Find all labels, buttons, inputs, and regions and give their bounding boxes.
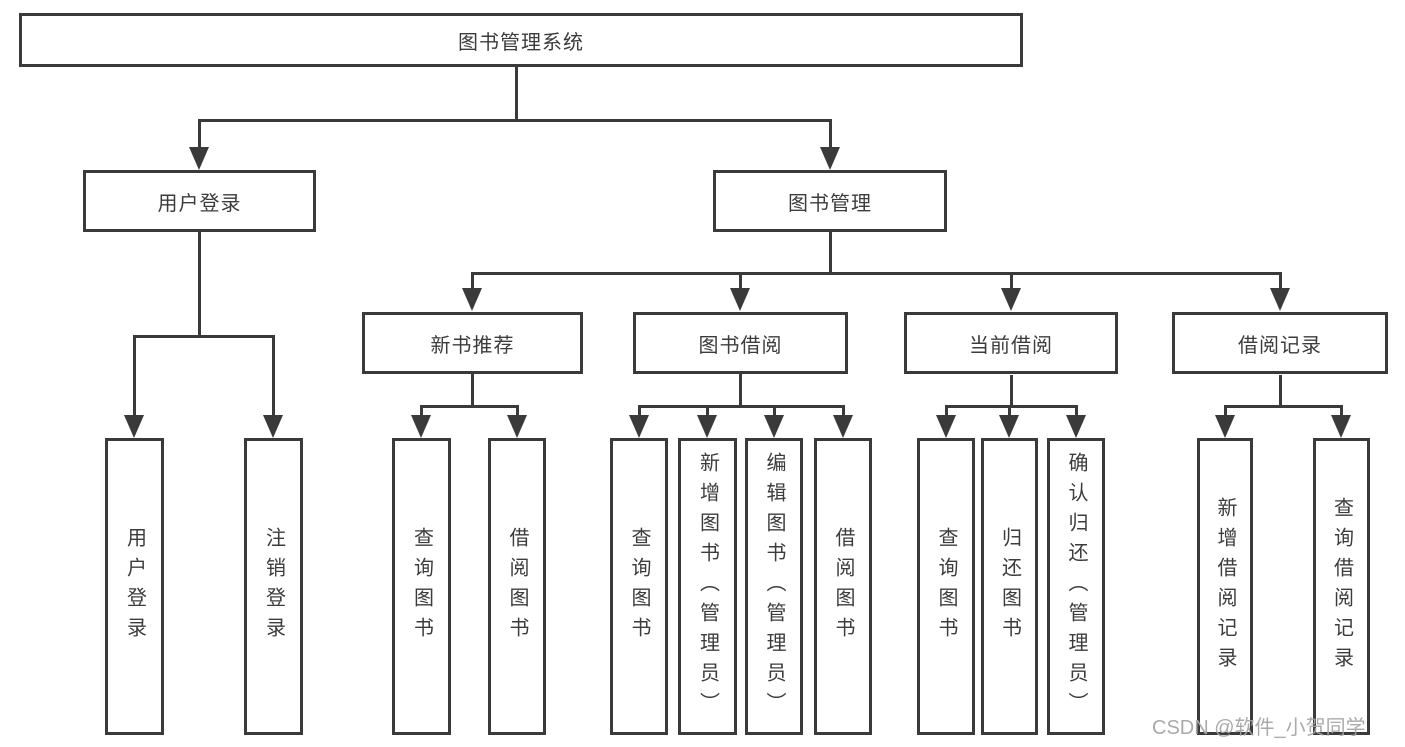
arrowhead-down-icon <box>999 415 1019 438</box>
arrowhead-down-icon <box>1001 288 1021 311</box>
leaf-borrow-book: 借阅图书 <box>814 438 872 735</box>
arrowhead-down-icon <box>263 415 283 438</box>
leaf-logout: 注销登录 <box>244 438 303 735</box>
leaf-logout-label: 注销登录 <box>262 526 285 647</box>
connector-drop-new-book <box>471 272 474 290</box>
node-root-label: 图书管理系统 <box>458 31 584 54</box>
connector-book-borrow-stem <box>739 374 742 408</box>
node-current-borrow-label: 当前借阅 <box>969 334 1053 357</box>
arrowhead-down-icon <box>1331 415 1351 438</box>
connector-drop-leaf <box>706 405 709 417</box>
node-book-borrow-label: 图书借阅 <box>698 334 783 357</box>
arrowhead-down-icon <box>833 415 853 438</box>
node-book-management: 图书管理 <box>713 170 947 232</box>
node-user-login: 用户登录 <box>83 170 316 232</box>
connector-drop-leaf <box>945 405 948 417</box>
connector-drop-leaf <box>638 405 641 417</box>
node-borrow-record-label: 借阅记录 <box>1238 334 1322 357</box>
connector-drop-leaf <box>842 405 845 417</box>
arrowhead-down-icon <box>764 415 784 438</box>
connector-drop-book-borrow <box>739 272 742 290</box>
connector-drop-book-mgmt <box>829 119 832 149</box>
leaf-record-query: 查询借阅记录 <box>1313 438 1370 735</box>
connector-user-login-stem <box>198 232 201 338</box>
connector-drop-leaf <box>773 405 776 417</box>
node-user-login-label: 用户登录 <box>157 192 242 215</box>
connector-drop-leaf <box>1075 405 1078 417</box>
connector-root-stem <box>515 65 518 121</box>
node-new-book-recommend-label: 新书推荐 <box>430 334 515 357</box>
node-borrow-record: 借阅记录 <box>1172 312 1388 374</box>
connector-new-book-rail <box>420 405 518 408</box>
leaf-borrow-add-admin-label: 新增图书（管理员） <box>696 451 719 722</box>
arrowhead-down-icon <box>730 288 750 311</box>
node-root: 图书管理系统 <box>19 13 1023 67</box>
leaf-return-book-label: 归还图书 <box>998 526 1021 647</box>
connector-user-login-rail <box>133 335 275 338</box>
leaf-newbook-query: 查询图书 <box>392 438 451 735</box>
arrowhead-down-icon <box>507 415 527 438</box>
leaf-user-login: 用户登录 <box>105 438 164 735</box>
connector-drop-user-login <box>198 119 201 149</box>
leaf-borrow-edit-admin: 编辑图书（管理员） <box>745 438 803 735</box>
arrowhead-down-icon <box>1215 415 1235 438</box>
leaf-record-add: 新增借阅记录 <box>1197 438 1253 735</box>
connector-drop-leaf <box>272 335 275 416</box>
arrowhead-down-icon <box>1270 288 1290 311</box>
arrowhead-down-icon <box>124 415 144 438</box>
arrowhead-down-icon <box>1066 415 1086 438</box>
csdn-watermark: CSDN @软件_小贺同学 <box>1152 717 1366 739</box>
connector-level3-rail <box>471 272 1281 275</box>
connector-current-borrow-rail <box>945 405 1078 408</box>
connector-drop-leaf <box>133 335 136 416</box>
connector-level2-rail <box>198 119 832 122</box>
leaf-current-query: 查询图书 <box>917 438 975 735</box>
connector-drop-borrow-record <box>1279 272 1282 290</box>
leaf-newbook-query-label: 查询图书 <box>410 526 433 647</box>
arrowhead-down-icon <box>936 415 956 438</box>
connector-drop-leaf <box>516 405 519 417</box>
connector-drop-current-borrow <box>1010 272 1013 290</box>
arrowhead-down-icon <box>462 288 482 311</box>
node-current-borrow: 当前借阅 <box>904 312 1118 374</box>
leaf-borrow-query: 查询图书 <box>610 438 668 735</box>
leaf-record-query-label: 查询借阅记录 <box>1330 496 1353 677</box>
connector-book-mgmt-stem <box>829 231 832 275</box>
leaf-confirm-return-admin: 确认归还（管理员） <box>1047 438 1105 735</box>
leaf-return-book: 归还图书 <box>981 438 1038 735</box>
connector-drop-leaf <box>1224 405 1227 417</box>
leaf-newbook-borrow-label: 借阅图书 <box>506 526 528 647</box>
connector-drop-leaf <box>420 405 423 417</box>
leaf-user-login-label: 用户登录 <box>123 526 146 647</box>
leaf-confirm-return-admin-label: 确认归还（管理员） <box>1065 451 1087 722</box>
leaf-current-query-label: 查询图书 <box>935 526 957 647</box>
leaf-borrow-query-label: 查询图书 <box>628 526 650 647</box>
leaf-newbook-borrow: 借阅图书 <box>488 438 546 735</box>
connector-current-borrow-stem <box>1010 375 1013 408</box>
node-book-management-label: 图书管理 <box>788 192 872 215</box>
arrowhead-down-icon <box>697 415 717 438</box>
connector-drop-leaf <box>1340 405 1343 417</box>
arrowhead-down-icon <box>411 415 431 438</box>
arrowhead-down-icon <box>189 147 209 170</box>
leaf-record-add-label: 新增借阅记录 <box>1214 496 1236 677</box>
arrowhead-down-icon <box>629 415 649 438</box>
leaf-borrow-add-admin: 新增图书（管理员） <box>678 438 737 735</box>
arrowhead-down-icon <box>820 147 840 170</box>
leaf-borrow-book-label: 借阅图书 <box>832 526 854 647</box>
node-new-book-recommend: 新书推荐 <box>362 312 583 374</box>
connector-drop-leaf <box>1008 405 1011 417</box>
connector-borrow-record-rail <box>1224 405 1343 408</box>
connector-book-borrow-rail <box>638 405 845 408</box>
connector-borrow-record-stem <box>1279 375 1282 408</box>
node-book-borrow: 图书借阅 <box>633 312 848 374</box>
leaf-borrow-edit-admin-label: 编辑图书（管理员） <box>763 451 785 722</box>
connector-new-book-stem <box>471 374 474 408</box>
